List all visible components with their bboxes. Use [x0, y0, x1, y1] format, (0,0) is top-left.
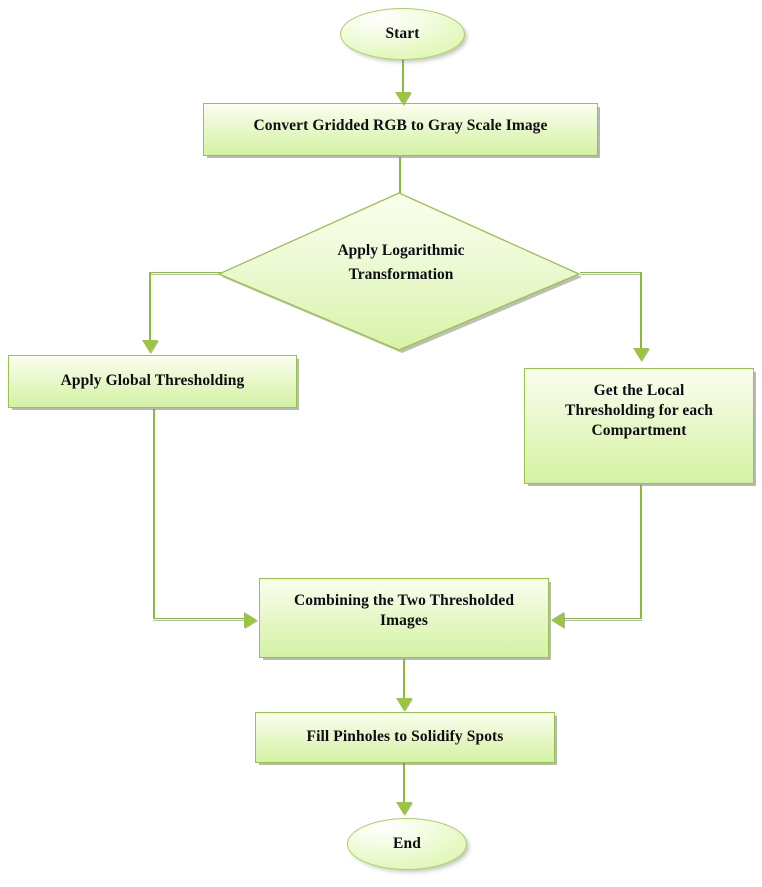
- edge-convert-to-decision-line: [399, 157, 401, 197]
- edge-decision-to-global-arrow: [142, 340, 158, 353]
- edge-combine-to-fill-arrow: [396, 698, 412, 711]
- edge-decision-left-horizontal: [149, 272, 221, 276]
- node-fill-pinholes[interactable]: Fill Pinholes to Solidify Spots: [255, 712, 555, 763]
- edge-global-to-combine-horizontal: [153, 618, 248, 622]
- node-convert-rgb-to-grayscale[interactable]: Convert Gridded RGB to Gray Scale Image: [203, 103, 598, 156]
- edge-global-to-combine-vertical: [153, 409, 155, 622]
- node-combine-thresholded-images-label: Combining the Two Thresholded Images: [293, 592, 515, 630]
- node-end[interactable]: End: [347, 818, 467, 870]
- node-convert-rgb-to-grayscale-label: Convert Gridded RGB to Gray Scale Image: [253, 117, 548, 134]
- edge-global-to-combine-arrow: [244, 612, 257, 628]
- edge-decision-to-local-arrow: [633, 348, 649, 361]
- edge-decision-right-horizontal: [580, 272, 642, 276]
- node-end-label: End: [393, 834, 421, 852]
- node-apply-logarithmic-transformation-label: Apply Logarithmic Transformation: [337, 242, 465, 284]
- node-combine-thresholded-images[interactable]: Combining the Two Thresholded Images: [259, 578, 549, 658]
- edge-fill-to-end-arrow: [396, 802, 412, 815]
- node-apply-global-thresholding-label: Apply Global Thresholding: [60, 372, 245, 390]
- node-get-local-thresholding-label: Get the Local Thresholding for each Comp…: [565, 382, 713, 440]
- edge-combine-to-fill-line: [403, 659, 405, 707]
- edge-local-to-combine-horizontal: [563, 618, 642, 622]
- node-start[interactable]: Start: [340, 8, 465, 60]
- edge-start-to-convert-line: [402, 57, 404, 103]
- node-fill-pinholes-label: Fill Pinholes to Solidify Spots: [306, 728, 504, 746]
- edge-start-to-convert-arrow: [395, 92, 411, 105]
- node-apply-logarithmic-transformation[interactable]: Apply Logarithmic Transformation: [216, 191, 586, 357]
- node-apply-global-thresholding[interactable]: Apply Global Thresholding: [8, 355, 297, 408]
- node-get-local-thresholding[interactable]: Get the Local Thresholding for each Comp…: [524, 368, 754, 484]
- diamond-shape: [217, 192, 582, 353]
- edge-decision-left-vertical: [149, 272, 151, 348]
- edge-local-to-combine-vertical: [640, 485, 642, 622]
- edge-fill-to-end-line: [403, 763, 405, 811]
- edge-decision-right-vertical: [640, 272, 642, 356]
- edge-local-to-combine-arrow: [551, 612, 564, 628]
- node-start-label: Start: [385, 24, 420, 42]
